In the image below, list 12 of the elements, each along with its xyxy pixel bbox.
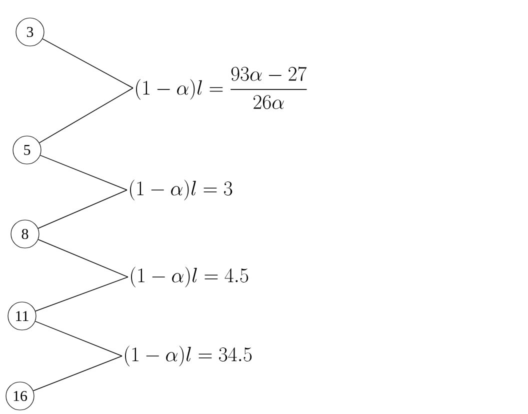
- connector-line: [35, 276, 128, 312]
- connector-line: [38, 88, 134, 144]
- connector-line: [34, 320, 122, 356]
- connector-line: [32, 356, 122, 392]
- formula: $(1-\alpha)l=\dfrac{93\alpha-27}{26\alpha}$: [136, 66, 307, 110]
- connector-line: [40, 154, 128, 190]
- connector-line: [38, 239, 128, 278]
- formula: $(1-\alpha)l=34.5$: [125, 346, 252, 366]
- formula: $(1-\alpha)l=4.5$: [131, 266, 248, 288]
- connector-line: [42, 38, 134, 88]
- connector-line: [38, 190, 128, 229]
- formula: $(1-\alpha)l=3$: [130, 180, 232, 200]
